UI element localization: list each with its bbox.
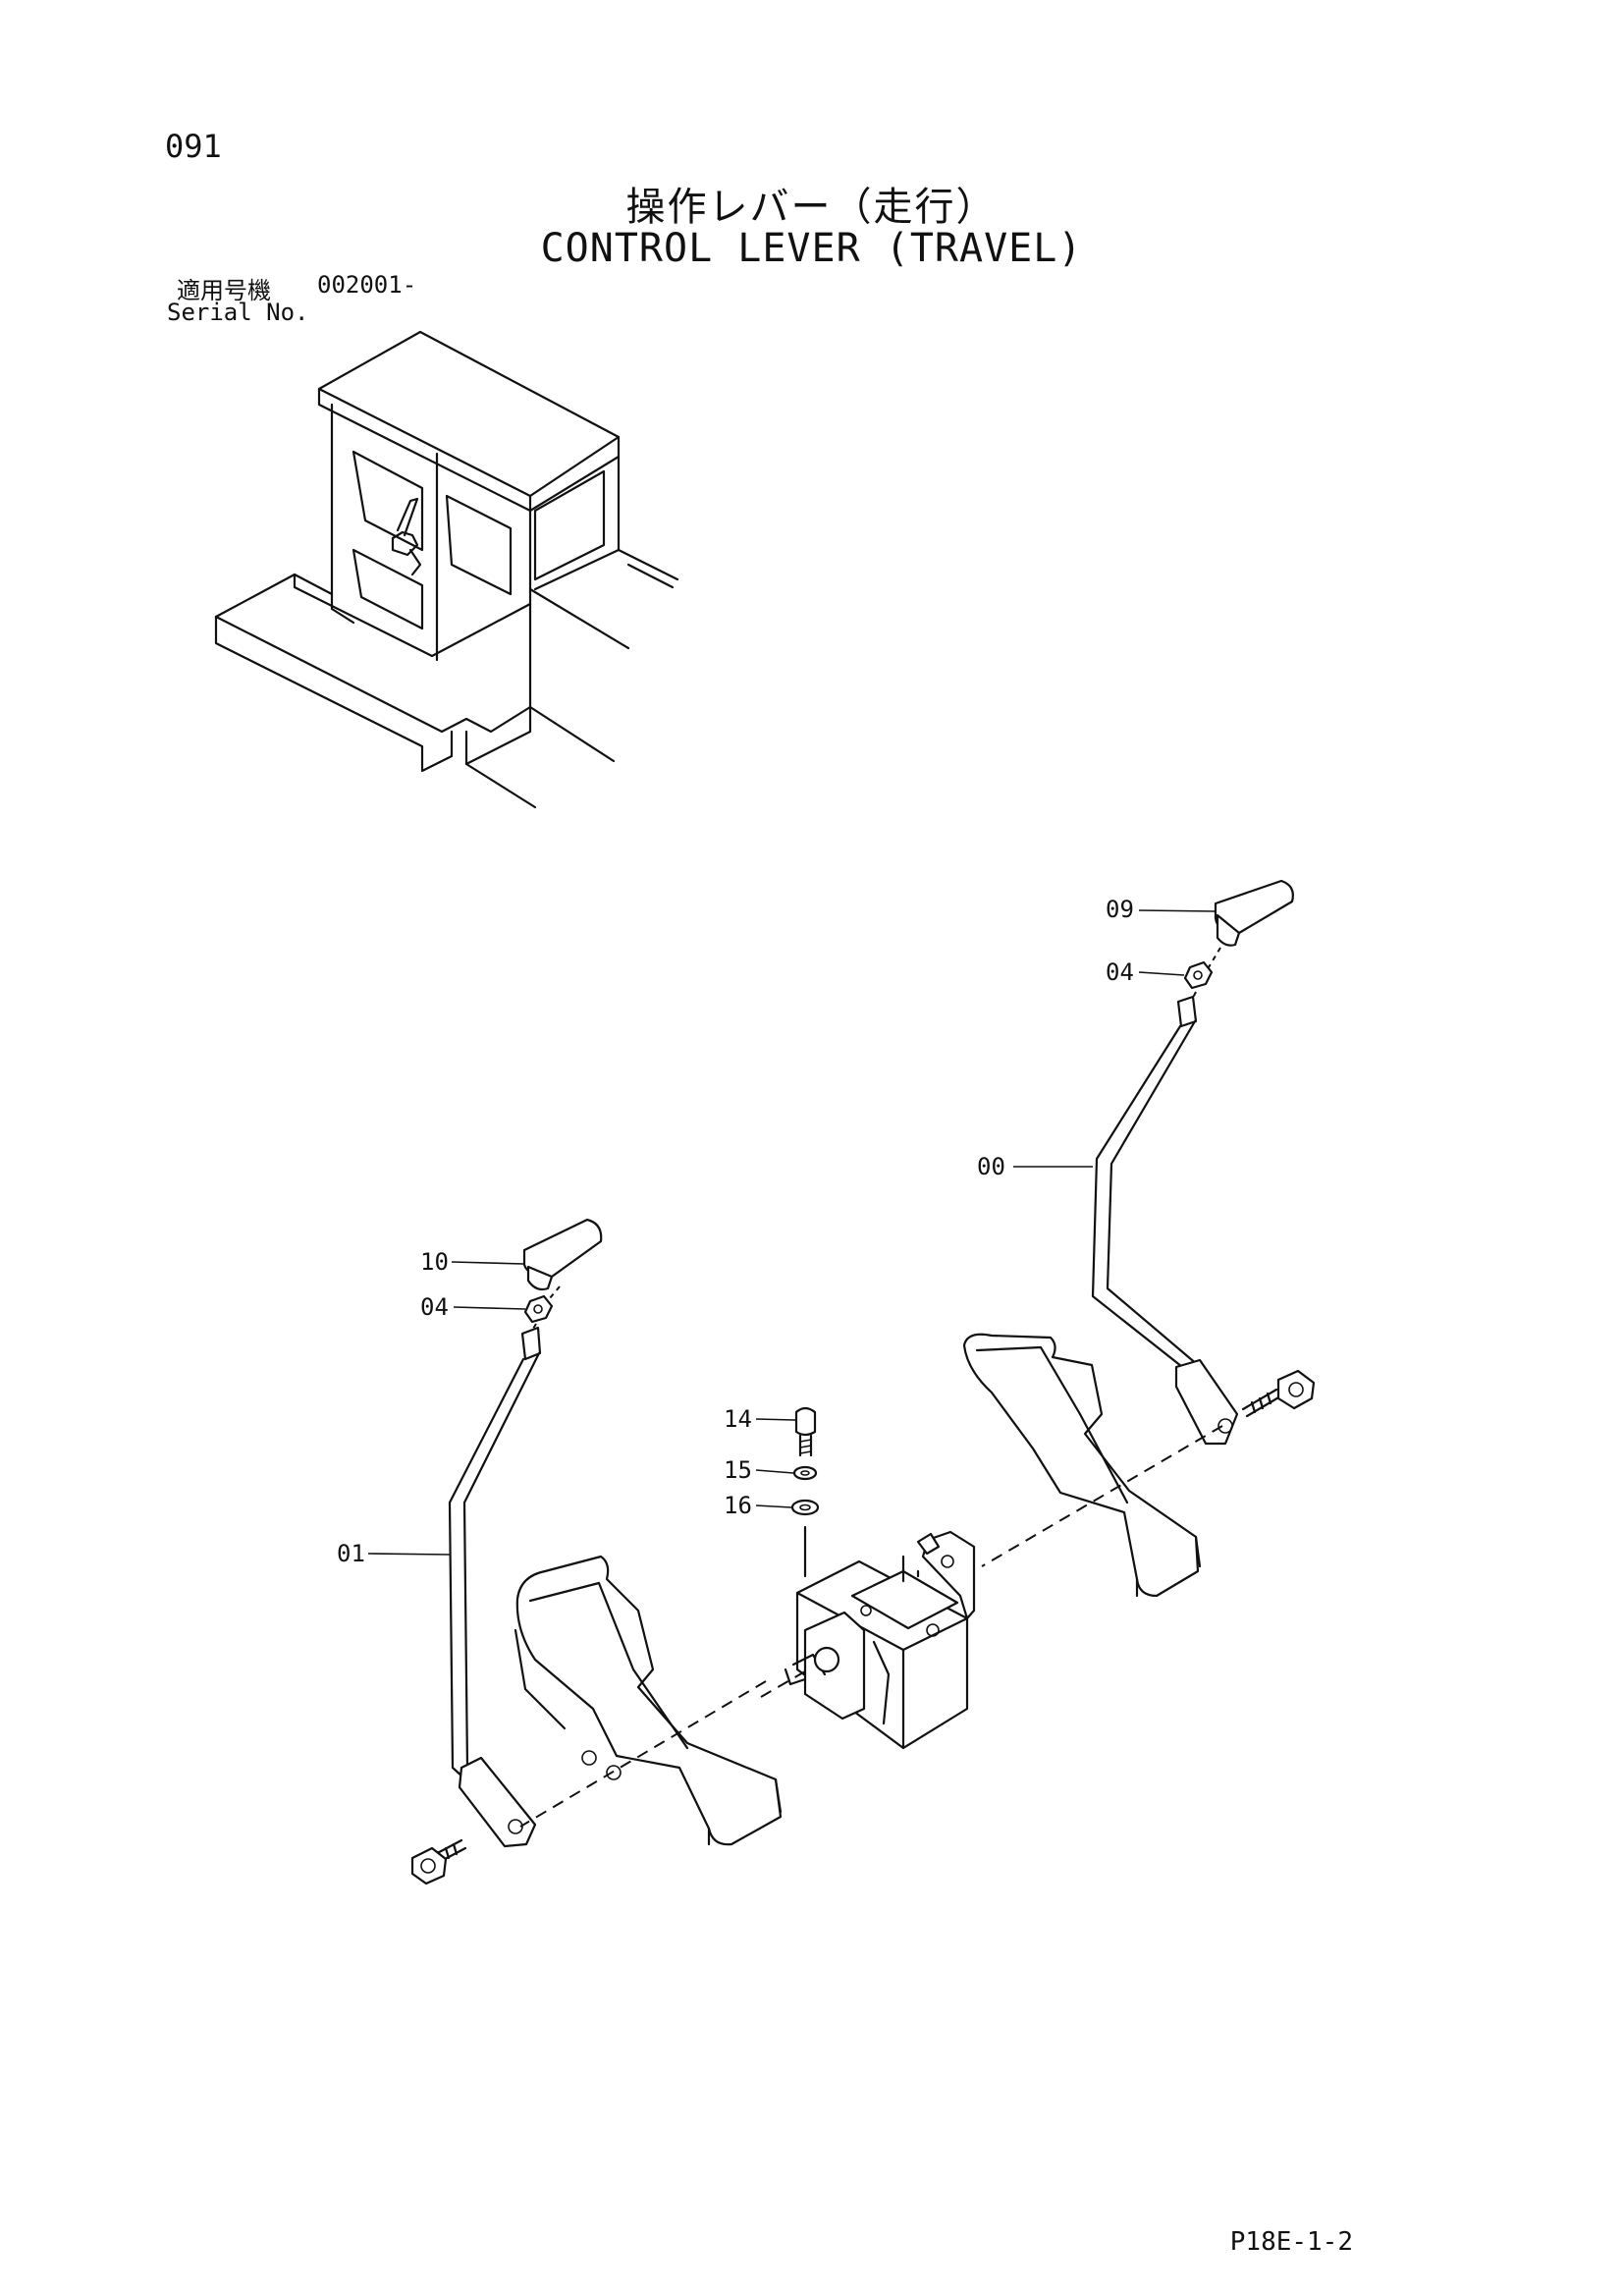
right-axis-line: [981, 1425, 1223, 1567]
callout-label: 04: [1106, 958, 1134, 986]
left-axis-line: [519, 1680, 767, 1828]
serial-value: 002001-: [317, 271, 417, 299]
callout-label: 10: [420, 1248, 449, 1276]
left-nut-leader: [529, 1323, 537, 1335]
right-nut-part-04: [1183, 960, 1214, 990]
title-english: CONTROL LEVER (TRAVEL): [540, 226, 1083, 271]
callout-label: 01: [337, 1540, 365, 1567]
callout-label: 04: [420, 1293, 449, 1321]
cap-screw-part-14: [794, 1406, 817, 1457]
callout-label: 09: [1106, 896, 1134, 923]
callout-label: 00: [977, 1153, 1005, 1180]
callout-label: 14: [724, 1405, 752, 1433]
callout-label: 15: [724, 1456, 752, 1484]
right-lever-rod-part-00: [1091, 995, 1239, 1446]
title-japanese: 操作レバー（走行）: [625, 185, 998, 230]
left-bolt: [410, 1838, 467, 1886]
right-pedal: [962, 1333, 1202, 1598]
center-axis-line: [760, 1670, 806, 1698]
serial-label-english: Serial No.: [167, 299, 309, 326]
callout-label: 16: [724, 1492, 752, 1519]
left-lever-rod-part-01: [448, 1326, 542, 1848]
right-knob-part-09: [1214, 879, 1294, 947]
callout-leaders: [367, 909, 1217, 1556]
right-bolt: [1241, 1369, 1316, 1418]
left-nut-part-04: [523, 1294, 554, 1324]
lock-washer-part-15: [792, 1465, 818, 1481]
page-number: 091: [165, 128, 222, 165]
pilot-valve-body: [784, 1530, 976, 1750]
washer-part-16: [790, 1499, 820, 1516]
serial-label-japanese: 適用号機: [177, 277, 271, 304]
drawing-reference: P18E-1-2: [1229, 2227, 1353, 2257]
left-pedal: [514, 1555, 783, 1846]
left-knob-part-10: [522, 1218, 603, 1291]
cab-locator-illustration: [214, 330, 679, 809]
left-knob-leader: [544, 1285, 561, 1305]
